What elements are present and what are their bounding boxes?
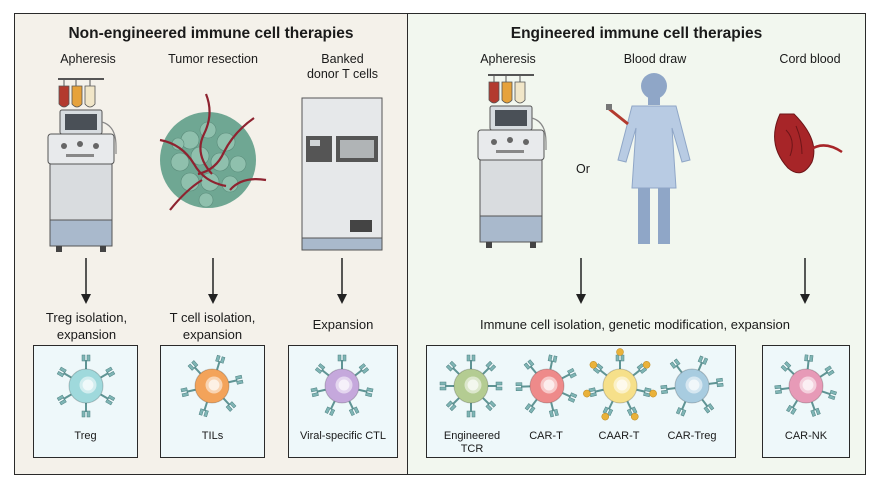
treg-cell-icon bbox=[56, 354, 116, 418]
treg-isolation-label: Treg isolation, bbox=[45, 310, 128, 325]
tumor-icon bbox=[159, 93, 267, 211]
blood-draw-label: Blood draw bbox=[623, 52, 687, 66]
left-panel-title: Non-engineered immune cell therapies bbox=[68, 25, 354, 42]
banked-label: Banked bbox=[321, 52, 364, 66]
tcr-caption: TCR bbox=[460, 443, 484, 455]
isolation-modification-label: Immune cell isolation, genetic modificat… bbox=[479, 317, 790, 332]
cord-blood-label: Cord blood bbox=[779, 52, 841, 66]
car-treg-caption: CAR-Treg bbox=[667, 430, 717, 442]
arrow-down-icon bbox=[576, 258, 586, 304]
person-icon bbox=[606, 73, 691, 244]
arrow-down-icon bbox=[800, 258, 810, 304]
right-panel-title: Engineered immune cell therapies bbox=[510, 25, 763, 42]
ctl-cell-icon bbox=[310, 354, 374, 416]
engineered-tcr-cell-icon bbox=[439, 354, 503, 418]
apheresis-label-left: Apheresis bbox=[60, 52, 116, 66]
tils-caption: TILs bbox=[201, 430, 224, 442]
apheresis-machine-icon bbox=[477, 74, 547, 248]
caar-t-caption: CAAR-T bbox=[598, 430, 640, 442]
car-treg-cell-icon bbox=[660, 355, 724, 417]
arrow-down-icon bbox=[208, 258, 218, 304]
car-t-cell-icon bbox=[515, 354, 578, 418]
til-cell-icon bbox=[180, 354, 244, 418]
arrow-down-icon bbox=[81, 258, 91, 304]
engineered-caption: Engineered bbox=[443, 430, 501, 442]
treg-expansion-label: expansion bbox=[56, 327, 117, 342]
caar-t-cell-icon bbox=[583, 348, 657, 421]
tumor-resection-label: Tumor resection bbox=[168, 52, 258, 66]
freezer-icon bbox=[301, 97, 383, 251]
car-nk-cell-icon bbox=[774, 354, 837, 417]
arrow-down-icon bbox=[337, 258, 347, 304]
t-cell-expansion-label: expansion bbox=[182, 327, 243, 342]
apheresis-machine-icon bbox=[47, 78, 117, 252]
or-label: Or bbox=[576, 162, 590, 176]
placenta-icon bbox=[774, 113, 843, 174]
car-nk-caption: CAR-NK bbox=[784, 430, 828, 442]
car-t-caption: CAR-T bbox=[529, 430, 563, 442]
expansion-label: Expansion bbox=[312, 317, 374, 332]
apheresis-label-right: Apheresis bbox=[480, 52, 536, 66]
ctl-caption: Viral-specific CTL bbox=[300, 430, 386, 442]
t-cell-isolation-label: T cell isolation, bbox=[169, 310, 256, 325]
donor-t-cells-label: donor T cells bbox=[306, 67, 379, 81]
treg-caption: Treg bbox=[74, 430, 97, 442]
